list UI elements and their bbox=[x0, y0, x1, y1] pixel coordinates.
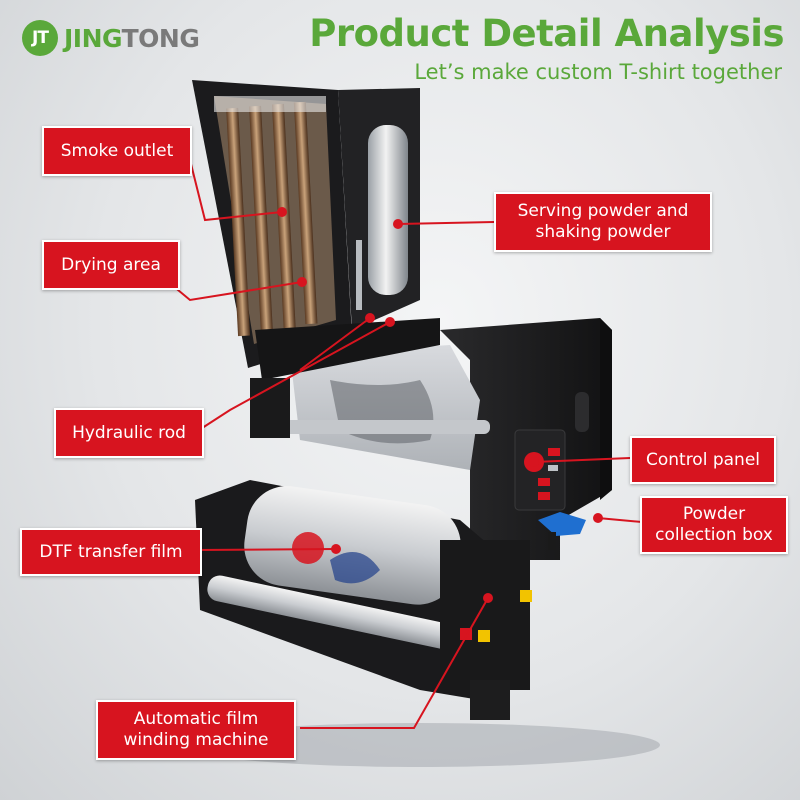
callout-powder-collection: Powder collection box bbox=[640, 496, 788, 554]
leader-hydraulic-rod-2 bbox=[299, 317, 371, 371]
callout-dtf-film-text: DTF transfer film bbox=[39, 541, 183, 562]
logo-mark-icon: JT bbox=[22, 20, 58, 56]
brand-name-part2: TONG bbox=[121, 23, 200, 53]
callout-control-panel: Control panel bbox=[630, 436, 776, 484]
callout-drying-area-text: Drying area bbox=[61, 254, 161, 275]
leader-drying-area bbox=[171, 281, 303, 302]
callout-auto-winding-text: Automatic film winding machine bbox=[123, 709, 269, 750]
powder-knob-blue bbox=[538, 512, 586, 536]
brand-logo: JT JINGTONG bbox=[22, 20, 200, 56]
leader-dots bbox=[277, 207, 603, 603]
leader-auto-winding bbox=[300, 597, 489, 729]
callout-powder-collection-text: Powder collection box bbox=[655, 504, 773, 545]
dtf-film-roll bbox=[244, 486, 461, 605]
powder-tube bbox=[368, 125, 408, 295]
leader-smoke-outlet bbox=[187, 151, 283, 222]
leader-lines bbox=[171, 151, 643, 729]
callout-serving-powder-text: Serving powder and shaking powder bbox=[517, 201, 689, 242]
leader-serving-powder bbox=[397, 221, 495, 225]
leader-dtf-film bbox=[195, 548, 337, 551]
page-subtitle: Let’s make custom T-shirt together bbox=[414, 60, 782, 84]
leader-control-panel bbox=[533, 457, 631, 463]
lower-roller bbox=[207, 575, 463, 651]
page-title: Product Detail Analysis bbox=[309, 12, 784, 55]
brand-name-part1: JING bbox=[64, 23, 122, 53]
callout-dtf-film: DTF transfer film bbox=[20, 528, 202, 576]
callout-drying-area: Drying area bbox=[42, 240, 180, 290]
callout-smoke-outlet-text: Smoke outlet bbox=[60, 140, 174, 161]
callout-serving-powder: Serving powder and shaking powder bbox=[494, 192, 712, 252]
leader-powder-collection bbox=[597, 517, 643, 523]
floor-shadow bbox=[180, 723, 660, 767]
callout-hydraulic-rod: Hydraulic rod bbox=[54, 408, 204, 458]
brand-name: JINGTONG bbox=[64, 23, 200, 53]
callout-smoke-outlet: Smoke outlet bbox=[42, 126, 192, 176]
callout-auto-winding: Automatic film winding machine bbox=[96, 700, 296, 760]
callout-hydraulic-rod-text: Hydraulic rod bbox=[72, 422, 186, 443]
callout-control-panel-text: Control panel bbox=[645, 449, 761, 470]
leader-hydraulic-rod bbox=[195, 321, 391, 433]
